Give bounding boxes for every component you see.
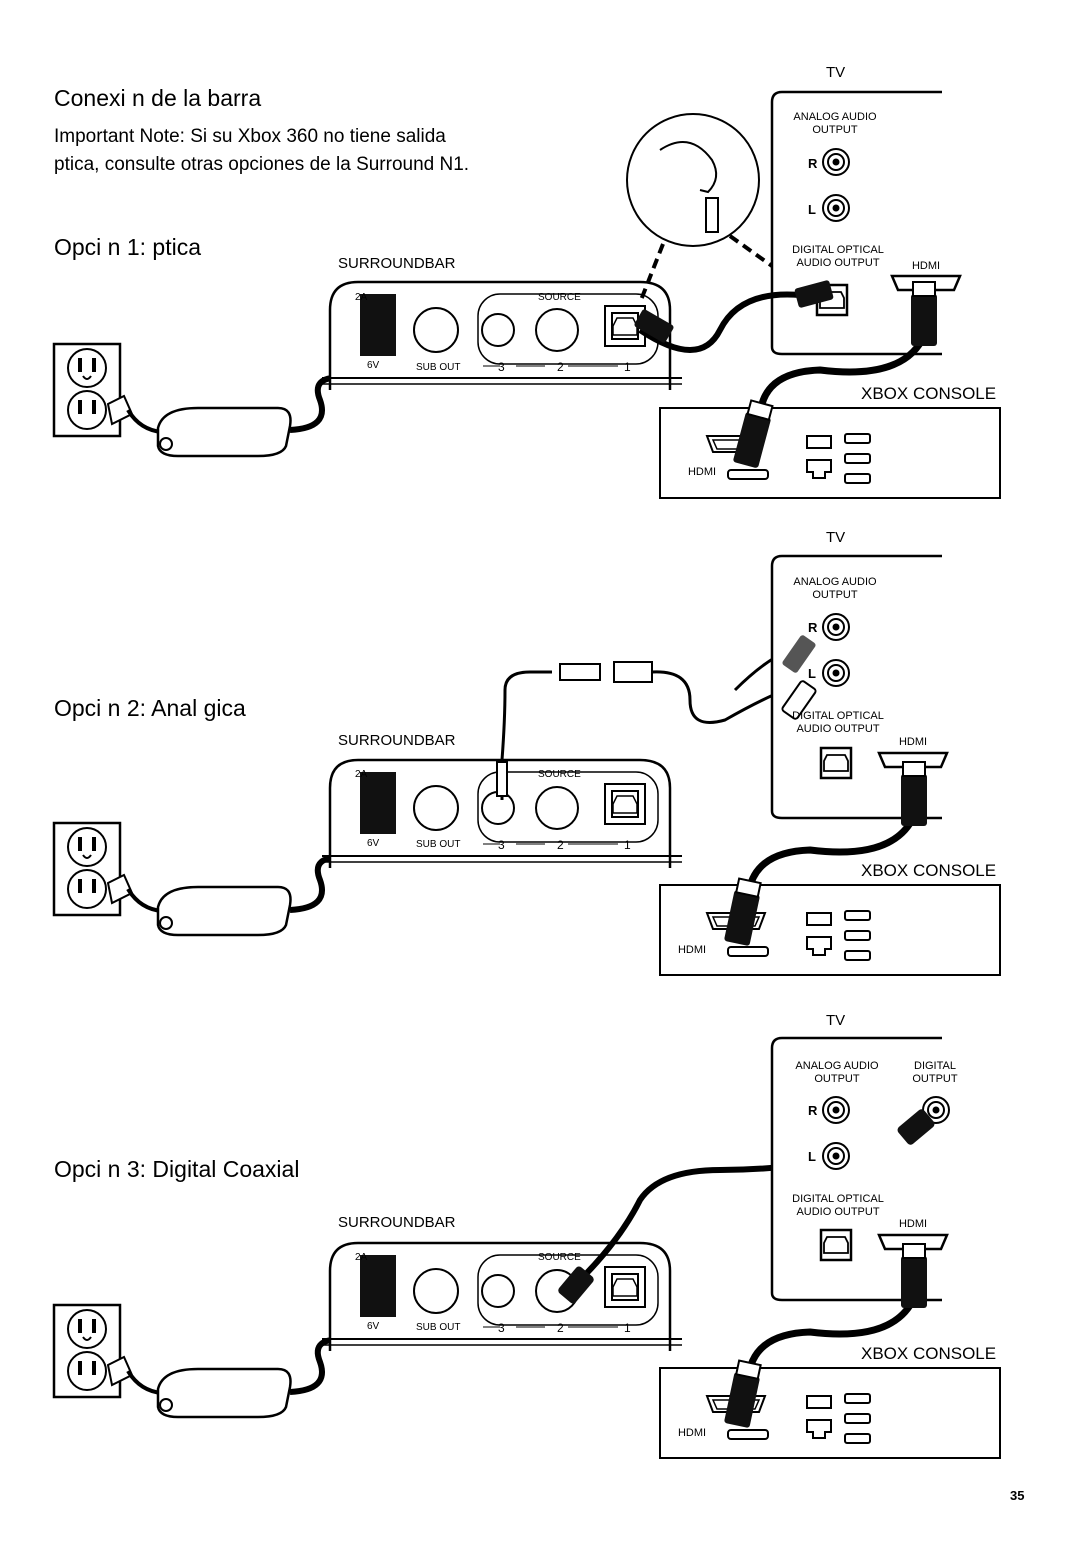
option1-in1: 1 xyxy=(624,360,631,374)
option1-tv-label: TV xyxy=(826,64,846,81)
option1-optical-label: DIGITAL OPTICAL AUDIO OUTPUT xyxy=(792,244,884,269)
page-heading: Conexi n de la barra xyxy=(54,85,262,111)
option3-tv-label: TV xyxy=(826,1012,846,1029)
option2-optical-label: DIGITAL OPTICAL AUDIO OUTPUT xyxy=(792,710,884,735)
option1-hdmi-xbox-label: HDMI xyxy=(687,466,717,478)
option3-optical-label: DIGITAL OPTICAL AUDIO OUTPUT xyxy=(792,1193,884,1218)
option2-title: Opci n 2: Anal gica xyxy=(54,695,246,721)
option1-artwork xyxy=(52,90,1001,499)
option3-voltage: 6V xyxy=(367,1321,380,1332)
option3-in2: 2 xyxy=(557,1321,564,1335)
option3-l-label: L xyxy=(808,1149,816,1164)
option3-subout-label: SUB OUT xyxy=(416,1322,461,1333)
option1-in2: 2 xyxy=(557,360,564,374)
option2-r-label: R xyxy=(808,620,818,635)
important-note-line2: ptica, consulte otras opciones de la Sur… xyxy=(54,154,470,175)
option3-xbox-label: XBOX CONSOLE xyxy=(861,1344,997,1363)
option3-source-label: SOURCE xyxy=(538,1252,581,1263)
option2-subout-label: SUB OUT xyxy=(416,839,461,850)
option1-hdmi-tv-label: HDMI xyxy=(911,260,941,272)
option1-subout-label: SUB OUT xyxy=(416,362,461,373)
option1-power-rating: 2A xyxy=(355,292,368,303)
option1-title: Opci n 1: ptica xyxy=(54,234,202,260)
option2-in2: 2 xyxy=(557,838,564,852)
option2-power-rating: 2A xyxy=(355,769,368,780)
option1-source-label: SOURCE xyxy=(538,292,581,303)
option3-hdmi-tv-label: HDMI xyxy=(898,1218,928,1230)
option2-artwork xyxy=(52,554,1001,976)
option1-l-label: L xyxy=(808,202,816,217)
option3-power-rating: 2A xyxy=(355,1252,368,1263)
option2-surroundbar-label: SURROUNDBAR xyxy=(338,732,456,749)
option2-analog-label: ANALOG AUDIO OUTPUT xyxy=(793,576,877,601)
option1-analog-label: ANALOG AUDIO OUTPUT xyxy=(793,111,877,136)
option2-xbox-label: XBOX CONSOLE xyxy=(861,861,997,880)
option2-tv-label: TV xyxy=(826,529,846,546)
option3-surroundbar-label: SURROUNDBAR xyxy=(338,1214,456,1231)
option3-hdmi-xbox-label: HDMI xyxy=(677,1427,707,1439)
option3-digital-label: DIGITAL OUTPUT xyxy=(912,1060,958,1085)
option2-hdmi-tv-label: HDMI xyxy=(898,736,928,748)
option1-xbox-label: XBOX CONSOLE xyxy=(861,384,997,403)
option2-in3: 3 xyxy=(498,838,505,852)
option3-analog-label: ANALOG AUDIO OUTPUT xyxy=(795,1060,879,1085)
important-note-line1: Important Note: Si su Xbox 360 no tiene … xyxy=(54,126,446,147)
option2-voltage: 6V xyxy=(367,838,380,849)
option1-voltage: 6V xyxy=(367,360,380,371)
option2-source-label: SOURCE xyxy=(538,769,581,780)
option3-r-label: R xyxy=(808,1103,818,1118)
option3-in1: 1 xyxy=(624,1321,631,1335)
option3-in3: 3 xyxy=(498,1321,505,1335)
option1-in3: 3 xyxy=(498,360,505,374)
option3-artwork xyxy=(52,1036,1001,1459)
option3-title: Opci n 3: Digital Coaxial xyxy=(54,1156,300,1182)
option1-r-label: R xyxy=(808,156,818,171)
option2-l-label: L xyxy=(808,666,816,681)
option2-hdmi-xbox-label: HDMI xyxy=(677,944,707,956)
page-number: 35 xyxy=(1010,1488,1025,1503)
option1-surroundbar-label: SURROUNDBAR xyxy=(338,255,456,272)
option2-in1: 1 xyxy=(624,838,631,852)
